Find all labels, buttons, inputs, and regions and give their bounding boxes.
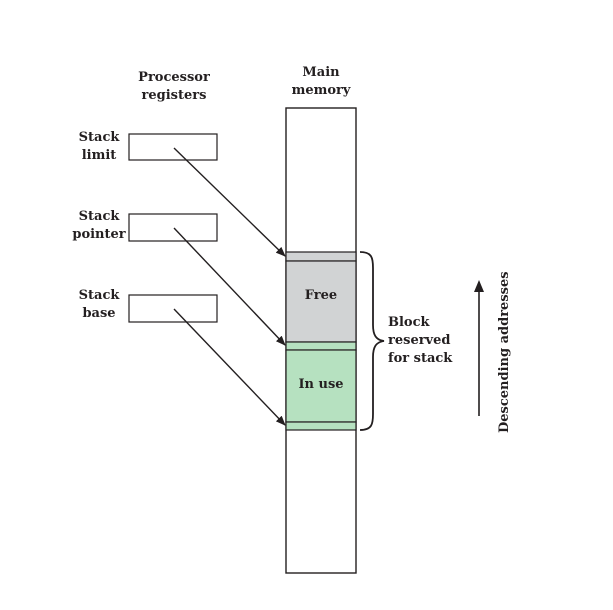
stack-limit-arrow — [173, 147, 286, 257]
stack-base-register — [128, 294, 218, 323]
heading-line: registers — [141, 88, 207, 103]
reserved-block-label: Block reserved for stack — [388, 314, 460, 368]
stack-limit-band — [285, 251, 357, 262]
processor-registers-heading: Processor registers — [126, 69, 222, 105]
descending-addresses-arrowhead — [474, 280, 484, 292]
label-line: Block — [388, 315, 430, 330]
heading-line: Main — [302, 65, 340, 80]
label-line: base — [82, 306, 116, 321]
in-use-region — [285, 349, 357, 423]
main-memory-heading: Main memory — [281, 64, 361, 100]
heading-line: Processor — [138, 70, 210, 85]
descending-addresses-label: Descending addresses — [497, 271, 512, 433]
reserved-block-brace — [359, 251, 385, 431]
label-line: Stack — [78, 130, 120, 145]
stack-base-label: Stack base — [71, 287, 127, 323]
label-line: for stack — [388, 351, 453, 366]
stack-pointer-band — [285, 341, 357, 351]
stack-limit-register — [128, 133, 218, 161]
stack-limit-label: Stack limit — [71, 129, 127, 165]
label-line: Stack — [78, 288, 120, 303]
stack-base-arrow — [173, 308, 286, 426]
stack-pointer-register — [128, 213, 218, 242]
in-use-region-label: In use — [298, 377, 344, 392]
label-line: limit — [81, 148, 117, 163]
label-line: Stack — [78, 209, 120, 224]
heading-line: memory — [291, 83, 351, 98]
stack-base-band — [285, 421, 357, 431]
stack-pointer-arrow — [173, 227, 286, 346]
label-line: pointer — [72, 227, 126, 242]
stack-pointer-label: Stack pointer — [71, 208, 127, 244]
free-region-label: Free — [304, 288, 338, 303]
label-line: reserved — [388, 333, 451, 348]
